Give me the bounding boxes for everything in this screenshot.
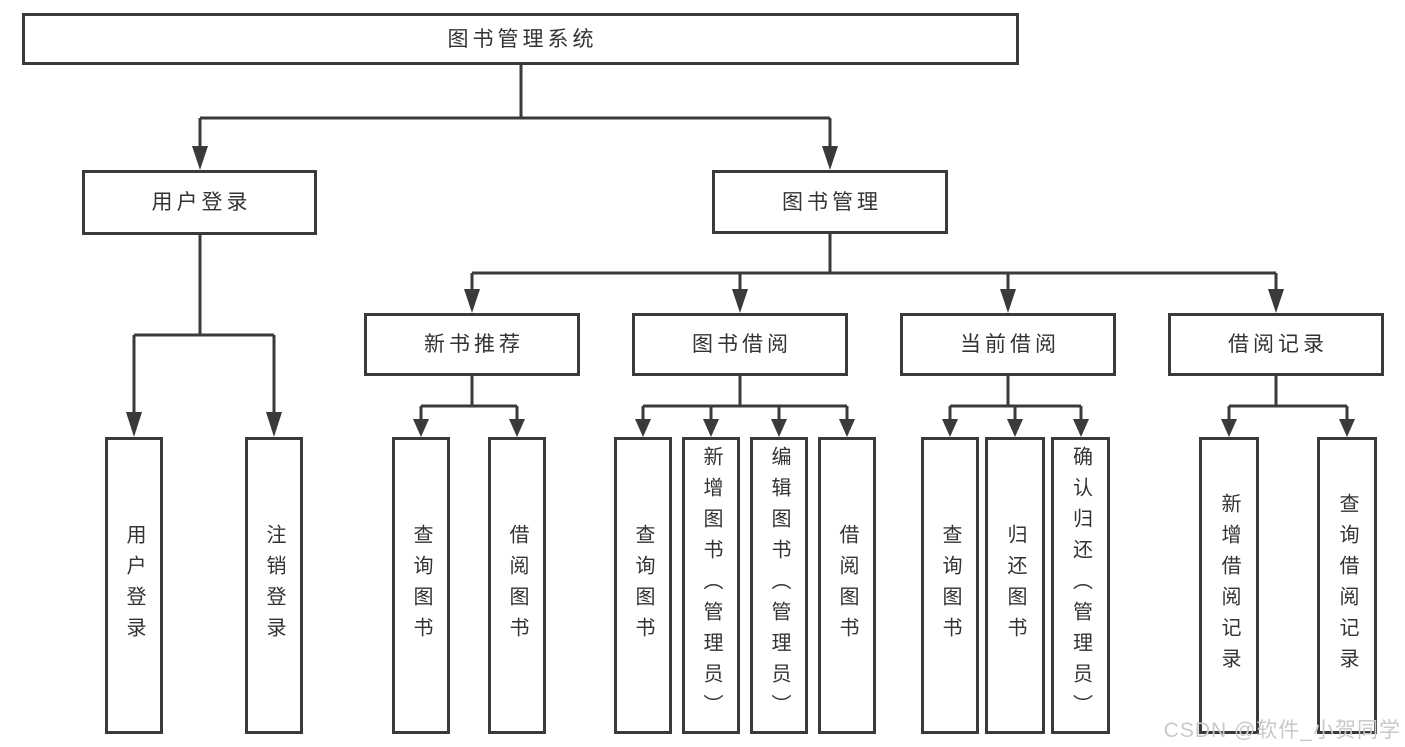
node-label: 新书推荐 bbox=[424, 333, 524, 356]
leaf-add-books-admin: 新增图书（管理员） bbox=[682, 437, 740, 734]
leaf-query-books: 查询图书 bbox=[614, 437, 672, 734]
arrowhead bbox=[1000, 289, 1016, 313]
node-label: 编辑图书（管理员） bbox=[768, 446, 790, 725]
leaf-return-books: 归还图书 bbox=[985, 437, 1045, 734]
leaf-edit-books-admin: 编辑图书（管理员） bbox=[750, 437, 808, 734]
node-label: 图书管理 bbox=[782, 190, 882, 214]
node-current-borrowing: 当前借阅 bbox=[900, 313, 1116, 376]
node-label: 用户登录 bbox=[123, 523, 145, 648]
node-book-borrowing: 图书借阅 bbox=[632, 313, 848, 376]
leaf-add-borrow-record: 新增借阅记录 bbox=[1199, 437, 1259, 734]
arrowhead bbox=[509, 419, 525, 437]
arrowhead bbox=[839, 419, 855, 437]
node-user-login: 用户登录 bbox=[82, 170, 317, 235]
node-book-management: 图书管理 bbox=[712, 170, 948, 234]
arrowhead bbox=[1339, 419, 1355, 437]
arrowhead bbox=[266, 412, 282, 437]
node-label: 查询图书 bbox=[410, 523, 432, 648]
node-label: 借阅图书 bbox=[506, 523, 528, 648]
node-label: 归还图书 bbox=[1004, 523, 1026, 648]
arrowhead bbox=[732, 289, 748, 313]
node-label: 图书管理系统 bbox=[447, 27, 598, 51]
arrowhead bbox=[1268, 289, 1284, 313]
leaf-logout: 注销登录 bbox=[245, 437, 303, 734]
node-label: 新增借阅记录 bbox=[1218, 492, 1240, 679]
node-label: 确认归还（管理员） bbox=[1069, 446, 1092, 725]
arrowhead bbox=[464, 289, 480, 313]
arrowhead bbox=[942, 419, 958, 437]
node-label: 查询借阅记录 bbox=[1336, 492, 1358, 679]
leaf-confirm-return-admin: 确认归还（管理员） bbox=[1051, 437, 1110, 734]
node-label: 查询图书 bbox=[939, 523, 961, 648]
watermark: CSDN @软件_小贺同学 bbox=[1163, 719, 1401, 742]
node-label: 注销登录 bbox=[263, 523, 285, 648]
node-label: 新增图书（管理员） bbox=[700, 446, 722, 725]
node-label: 借阅记录 bbox=[1228, 333, 1328, 356]
node-label: 借阅图书 bbox=[836, 523, 858, 648]
arrowhead bbox=[1073, 419, 1089, 437]
node-new-book-recommend: 新书推荐 bbox=[364, 313, 580, 376]
arrowhead bbox=[192, 146, 208, 170]
node-label: 用户登录 bbox=[151, 191, 252, 214]
node-label: 当前借阅 bbox=[960, 333, 1060, 356]
arrowhead bbox=[822, 146, 838, 170]
arrowhead bbox=[635, 419, 651, 437]
leaf-user-login: 用户登录 bbox=[105, 437, 163, 734]
arrowhead bbox=[1221, 419, 1237, 437]
node-label: 查询图书 bbox=[632, 523, 654, 648]
arrowhead bbox=[771, 419, 787, 437]
arrowhead bbox=[1007, 419, 1023, 437]
node-label: 图书借阅 bbox=[692, 333, 792, 356]
leaf-query-borrow-record: 查询借阅记录 bbox=[1317, 437, 1377, 734]
leaf-query-books: 查询图书 bbox=[921, 437, 979, 734]
node-borrowing-records: 借阅记录 bbox=[1168, 313, 1384, 376]
node-library-system: 图书管理系统 bbox=[22, 13, 1019, 65]
arrowhead bbox=[413, 419, 429, 437]
arrowhead bbox=[703, 419, 719, 437]
leaf-query-books: 查询图书 bbox=[392, 437, 450, 734]
arrowhead bbox=[126, 412, 142, 437]
leaf-borrow-books: 借阅图书 bbox=[818, 437, 876, 734]
leaf-borrow-books: 借阅图书 bbox=[488, 437, 546, 734]
